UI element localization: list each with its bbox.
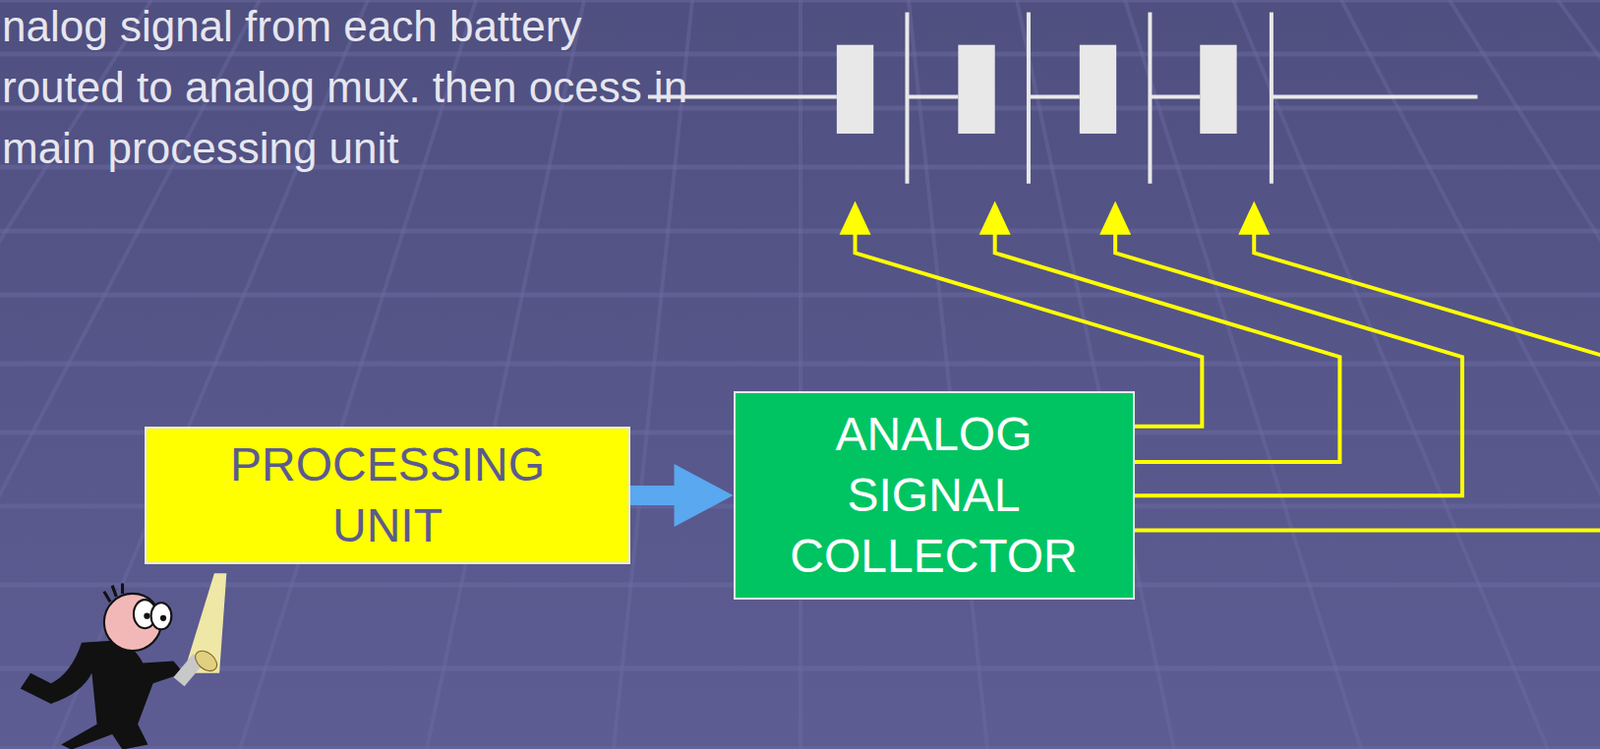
grid-line <box>1449 0 1600 749</box>
sense-arrowhead <box>979 200 1011 235</box>
grid-line <box>239 0 476 749</box>
cell-plate <box>957 45 995 134</box>
cell-plate <box>836 45 874 134</box>
cell-plate <box>1079 45 1117 134</box>
cell-plate <box>1269 11 1274 183</box>
sense-arrowhead <box>1099 200 1131 235</box>
grid-line <box>0 0 260 749</box>
sense-arrowhead <box>1238 200 1270 235</box>
grid-line <box>1341 0 1600 749</box>
grid-line <box>1557 0 1600 749</box>
cell-plate <box>1199 45 1237 134</box>
grid-line <box>1233 0 1548 749</box>
grid-line <box>1016 0 1175 749</box>
grid-line <box>426 0 585 749</box>
processing-box: PROCESSING UNIT <box>144 426 631 565</box>
grid-line <box>613 0 693 749</box>
grid-line <box>798 0 803 749</box>
node-label: ANALOG SIGNAL COLLECTOR <box>743 404 1126 588</box>
collector-box: ANALOG SIGNAL COLLECTOR <box>733 391 1135 600</box>
grid-line <box>53 0 368 749</box>
grid-line <box>1125 0 1362 749</box>
cell-link <box>1149 95 1200 100</box>
note-text: nalog signal from each battery routed to… <box>1 0 715 179</box>
signal-arrow <box>630 464 734 528</box>
battery-lead <box>1271 95 1479 100</box>
node-label: PROCESSING UNIT <box>186 434 589 557</box>
sense-arrowhead <box>839 200 872 235</box>
sense-wire <box>1115 226 1463 496</box>
sense-wire <box>1132 226 1600 531</box>
cell-link <box>1028 95 1080 100</box>
inspector-figure <box>20 573 228 749</box>
cell-link <box>906 95 958 100</box>
